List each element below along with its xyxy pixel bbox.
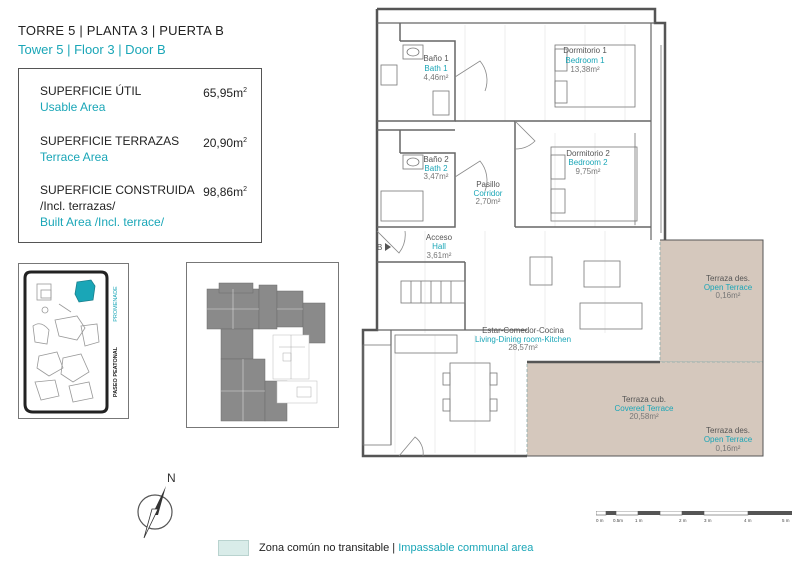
room-label-open-terrace-upper: Terraza des. — [706, 274, 750, 283]
legend: Zona común no transitable | Impassable c… — [218, 540, 533, 556]
open-terrace-upper — [659, 239, 764, 363]
room-area-covered-terrace: 20,58m² — [629, 412, 659, 421]
room-area-open-terrace-lower: 0,16m² — [716, 444, 741, 453]
room-area-bath-1: 4,46m² — [424, 73, 449, 82]
scale-label-0: 0 m — [596, 518, 604, 523]
room-label-bedroom-1: Dormitorio 1 — [563, 46, 607, 55]
room-label-bath-1-english: Bath 1 — [424, 64, 448, 73]
built-area-sublabel: /Incl. terrazas/ — [40, 199, 116, 213]
area-summary-box: SUPERFICIE ÚTIL Usable Area 65,95m2 SUPE… — [18, 68, 262, 243]
scale-bar: 0 m 0.5m 1 m 2 m 3 m 4 m 5 m — [595, 510, 796, 532]
room-label-covered-terrace: Terraza cub. — [622, 395, 666, 404]
room-label-bedroom-1-english: Bedroom 1 — [565, 56, 605, 65]
terrace-area-value: 20,90m2 — [203, 136, 247, 150]
floor-plan-drawing: B Baño 1 Bath 1 4,46m² Dormitorio 1 Bedr… — [361, 7, 764, 458]
scale-label-2: 1 m — [635, 518, 643, 523]
living-furniture — [362, 256, 643, 446]
room-area-bedroom-2: 9,75m² — [576, 167, 601, 176]
room-label-corridor: Pasillo — [476, 180, 500, 189]
usable-area-value: 65,95m2 — [203, 86, 247, 100]
compass-icon: N — [137, 471, 176, 539]
room-area-corridor: 2,70m² — [476, 197, 501, 206]
room-label-open-terrace-upper-english: Open Terrace — [704, 283, 753, 292]
scale-bar-graphic: 0 m 0.5m 1 m 2 m 3 m 4 m 5 m — [595, 510, 792, 523]
scale-label-5: 4 m — [744, 518, 752, 523]
built-area-value: 98,86m2 — [203, 185, 247, 199]
entrance-marker: B — [377, 243, 382, 252]
scale-label-6: 5 m — [782, 518, 790, 523]
door-swings — [376, 60, 536, 457]
room-label-hall: Acceso — [426, 233, 453, 242]
room-area-bath-2: 3,47m² — [424, 172, 449, 181]
site-plan-drawing: PROMENADE PASEO PEATONAL — [23, 270, 119, 414]
highlighted-tower — [74, 279, 96, 303]
built-area-label: SUPERFICIE CONSTRUIDA — [40, 183, 195, 197]
usable-area-label-english: Usable Area — [40, 100, 106, 114]
pedestrian-path-label: PASEO PEATONAL — [113, 346, 119, 397]
bath-1-fixtures — [380, 44, 450, 116]
built-area-row: SUPERFICIE CONSTRUIDA /Incl. terrazas/ B… — [40, 182, 247, 230]
room-label-bath-2-english: Bath 2 — [424, 164, 448, 173]
terrace-area-label-english: Terrace Area — [40, 150, 109, 164]
usable-area-row: SUPERFICIE ÚTIL Usable Area 65,95m2 — [40, 83, 247, 115]
bedroom-1-bed — [554, 44, 636, 108]
legend-label: Zona común no transitable — [259, 541, 390, 554]
scale-label-1: 0.5m — [613, 518, 623, 523]
room-label-open-terrace-lower: Terraza des. — [706, 426, 750, 435]
room-label-corridor-english: Corridor — [474, 189, 503, 198]
room-label-bath-1: Baño 1 — [423, 54, 449, 63]
room-area-open-terrace-upper: 0,16m² — [716, 291, 741, 300]
key-floor-plan-drawing — [206, 282, 326, 422]
room-label-covered-terrace-english: Covered Terrace — [615, 404, 675, 413]
room-label-bedroom-2: Dormitorio 2 — [566, 149, 610, 158]
room-label-living: Estar-Comedor-Cocina — [482, 326, 564, 335]
unit-title: TORRE 5 | PLANTA 3 | PUERTA B — [18, 23, 224, 38]
room-area-living: 28,57m² — [508, 343, 538, 352]
interior-walls — [377, 23, 651, 330]
covered-terrace — [526, 361, 764, 457]
room-area-bedroom-1: 13,38m² — [570, 65, 600, 74]
scale-label-4: 3 m — [704, 518, 712, 523]
bath-2-fixtures — [380, 154, 424, 222]
key-floor-plan-thumbnail — [186, 262, 339, 428]
legend-swatch — [218, 540, 249, 556]
site-plan-thumbnail: PROMENADE PASEO PEATONAL — [18, 263, 129, 419]
room-label-open-terrace-lower-english: Open Terrace — [704, 435, 753, 444]
legend-separator: | — [389, 541, 399, 554]
north-arrow: N — [130, 470, 180, 545]
room-label-bedroom-2-english: Bedroom 2 — [568, 158, 608, 167]
unit-title-english: Tower 5 | Floor 3 | Door B — [18, 42, 166, 57]
north-label: N — [167, 471, 176, 485]
legend-label-english: Impassable communal area — [398, 541, 534, 554]
promenade-label: PROMENADE — [113, 286, 119, 322]
bedroom-2-bed — [550, 133, 638, 225]
terrace-area-row: SUPERFICIE TERRAZAS Terrace Area 20,90m2 — [40, 133, 247, 165]
room-label-hall-english: Hall — [432, 242, 446, 251]
room-label-bath-2: Baño 2 — [423, 155, 449, 164]
built-area-label-english: Built Area /Incl. terrace/ — [40, 215, 165, 229]
wardrobes — [400, 45, 662, 304]
floor-plan: B Baño 1 Bath 1 4,46m² Dormitorio 1 Bedr… — [355, 5, 775, 478]
room-area-hall: 3,61m² — [427, 251, 452, 260]
terrace-area-label: SUPERFICIE TERRAZAS — [40, 134, 180, 148]
usable-area-label: SUPERFICIE ÚTIL — [40, 84, 142, 98]
scale-label-3: 2 m — [679, 518, 687, 523]
room-label-living-english: Living-Dining room-Kitchen — [475, 335, 571, 344]
